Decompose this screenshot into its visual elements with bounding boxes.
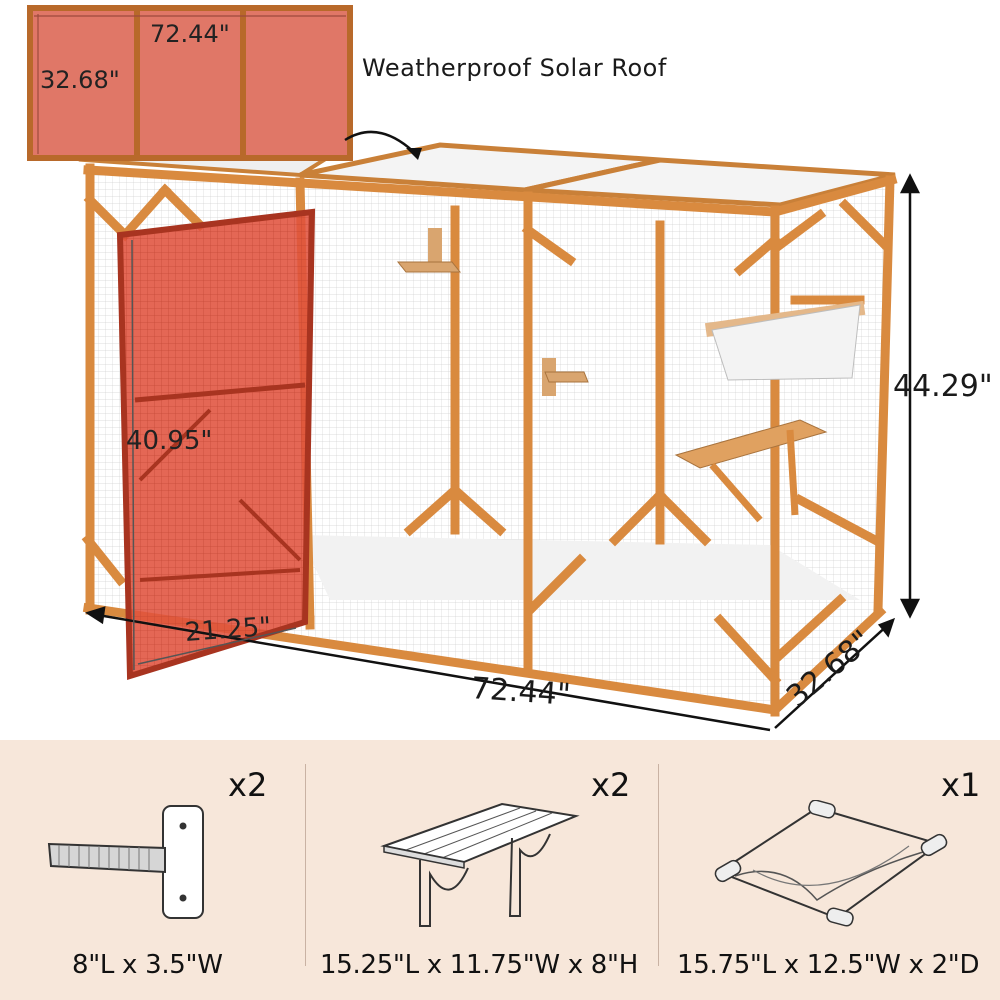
accessory-dimensions: 15.25"L x 11.75"W x 8"H bbox=[320, 950, 638, 980]
wall-step-icon bbox=[47, 805, 204, 919]
height-label: 44.29" bbox=[893, 369, 993, 404]
divider bbox=[658, 764, 659, 966]
hammock-installed bbox=[704, 300, 866, 381]
cat-enclosure-illustration bbox=[27, 5, 921, 732]
divider bbox=[305, 764, 306, 966]
accessory-shelf: x2 15.25"L x 11.75"W x 8"H bbox=[306, 740, 658, 1000]
wall-steps-installed bbox=[396, 228, 589, 396]
accessory-dimensions: 8"L x 3.5"W bbox=[72, 950, 223, 980]
door-height-label: 40.95" bbox=[126, 426, 213, 456]
door-highlight bbox=[116, 208, 316, 681]
accessory-wall-step: x2 8"L x 3.5"W bbox=[0, 740, 305, 1000]
roof-length-label: 72.44" bbox=[150, 20, 230, 48]
length-label: 72.44" bbox=[469, 671, 572, 713]
door-width-label: 21.25" bbox=[183, 611, 273, 648]
shelf-platform-icon bbox=[380, 802, 580, 927]
accessory-hammock: x1 15.75"L x 12.5"W x 2"D bbox=[659, 740, 1000, 1000]
shelf-installed bbox=[674, 419, 828, 523]
roof-inset bbox=[27, 5, 353, 161]
roof-width-label: 32.68" bbox=[40, 66, 120, 94]
accessory-quantity: x2 bbox=[591, 766, 631, 804]
accessories-panel: x2 8"L x 3.5"W x2 bbox=[0, 740, 1000, 1000]
roof-title: Weatherproof Solar Roof bbox=[362, 54, 667, 82]
hammock-icon bbox=[714, 800, 948, 927]
accessory-quantity: x2 bbox=[228, 766, 268, 804]
dimension-lines bbox=[85, 173, 921, 732]
accessory-dimensions: 15.75"L x 12.5"W x 2"D bbox=[677, 950, 980, 980]
accessory-quantity: x1 bbox=[941, 766, 981, 804]
